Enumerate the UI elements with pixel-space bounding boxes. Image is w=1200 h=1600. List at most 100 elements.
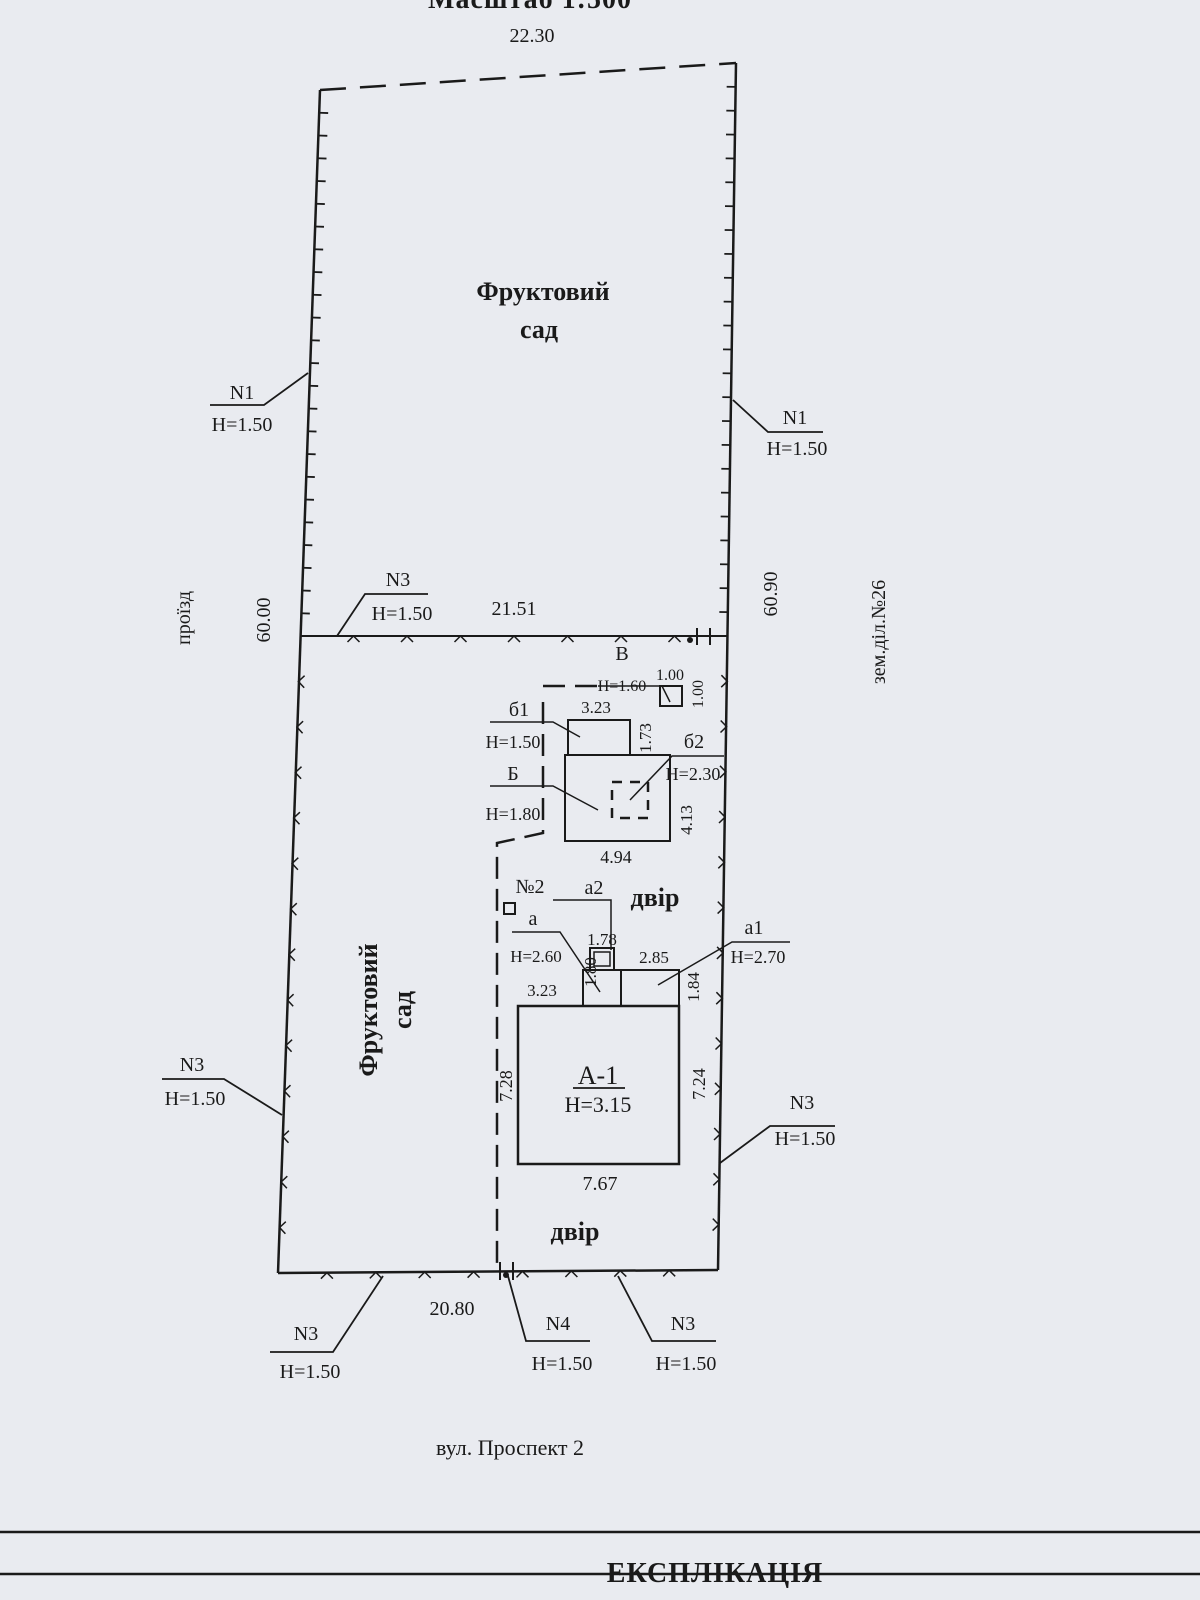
fence-chevron: [507, 634, 521, 643]
upper-garden-label-2: сад: [520, 315, 558, 344]
tag-n1-left-name: N1: [230, 382, 254, 404]
building-v-height: H=1.60: [598, 678, 647, 695]
tag-n3-bottom-right: N3 H=1.50: [617, 1275, 717, 1375]
house-height-left-label: 7.28: [496, 1070, 516, 1102]
fence-chevron: [291, 857, 299, 871]
mid-width-label: 21.51: [492, 598, 537, 620]
lower-garden-label-2: сад: [388, 991, 417, 1029]
fence-chevron: [278, 1221, 287, 1235]
fence-chevron: [613, 1269, 627, 1278]
upper-garden-label-1: Фруктовий: [476, 277, 609, 306]
fence-chevron: [662, 1269, 676, 1277]
fence-chevron: [284, 1039, 293, 1053]
building-v: В H=1.60 1.00 1.00: [598, 643, 707, 708]
building-a: а H=2.60 3.23 1.80: [510, 908, 622, 1007]
building-b2-height: H=2.30: [666, 764, 721, 784]
fence-chevron: [718, 810, 727, 824]
building-a-height: H=2.60: [510, 947, 562, 966]
fence-chevron: [719, 719, 728, 734]
fence-chevron: [295, 720, 304, 734]
tag-n3-bottom-left-height: H=1.50: [280, 1361, 341, 1383]
fence-chevron: [453, 634, 468, 643]
fence-chevron: [280, 1175, 288, 1189]
tag-n3-left: N3 H=1.50: [162, 1054, 283, 1116]
building-b1-name: б1: [509, 699, 529, 721]
bottom-width-label: 20.80: [430, 1298, 475, 1320]
building-a1-name: а1: [745, 917, 764, 939]
fence-chevron: [560, 634, 575, 643]
fence-ticks: [278, 85, 736, 1280]
fence-chevron: [283, 1084, 292, 1098]
fence-chevron: [713, 1127, 722, 1141]
fence-chevron: [286, 993, 295, 1007]
fence-chevron: [287, 948, 296, 962]
fence-chevron: [717, 901, 725, 915]
lower-garden-label-1: Фруктовий: [354, 943, 383, 1076]
shed-v-width: 1.00: [656, 667, 684, 684]
fence-chevron: [667, 634, 682, 643]
tag-n1-left-height: H=1.50: [212, 414, 273, 436]
tag-n3-bottom-right-height: H=1.50: [656, 1353, 717, 1375]
tag-n4-bottom: N4 H=1.50: [507, 1275, 593, 1375]
house-height-right-label: 7.24: [689, 1068, 709, 1100]
tag-n3-left-name: N3: [180, 1054, 204, 1076]
tag-n3-right-name: N3: [790, 1092, 814, 1114]
left-length-label: 60.00: [253, 598, 275, 643]
a2-width-label: 1.78: [587, 930, 617, 949]
tag-n1-right-name: N1: [783, 407, 807, 429]
house-name: А-1: [578, 1061, 618, 1090]
building-a-name: а: [529, 908, 538, 930]
house-width-label: 7.67: [583, 1173, 618, 1195]
right-side-label: зем.діл.№26: [868, 580, 890, 684]
building-b1: б1 H=1.50 3.23 1.73: [486, 698, 655, 756]
tag-n1-right: N1 H=1.50: [732, 399, 827, 460]
fence-chevron: [717, 855, 726, 869]
building-b1-height: H=1.50: [486, 732, 541, 752]
fence-chevron: [369, 1271, 383, 1279]
building-b-name: Б: [507, 763, 518, 785]
fence-chevron: [400, 634, 414, 643]
fence-chevron: [281, 1130, 290, 1144]
fence-chevron: [292, 811, 301, 825]
lower-garden-label: Фруктовий сад: [354, 943, 417, 1076]
a-width-label: 3.23: [527, 981, 557, 1000]
tag-n3-bottom-right-name: N3: [671, 1313, 695, 1335]
house-height: H=3.15: [565, 1092, 632, 1117]
scale-title: Масштаб 1:500: [428, 0, 632, 15]
fence-chevron: [294, 766, 303, 780]
fence-chevron: [719, 765, 727, 779]
tag-n4-bottom-name: N4: [546, 1313, 570, 1335]
top-width-label: 22.30: [510, 25, 555, 47]
street-label: вул. Проспект 2: [436, 1435, 584, 1460]
building-b-height: H=1.80: [486, 804, 541, 824]
building-a2: а2 1.78: [553, 877, 617, 971]
fence-chevron: [297, 675, 306, 689]
building-a1: а1 H=2.70 2.85 1.84: [620, 917, 790, 1007]
tag-n3-mid: N3 H=1.50: [336, 569, 432, 637]
building-a2-name: а2: [585, 877, 604, 899]
fence-chevron: [515, 1270, 530, 1278]
tag-n3-left-height: H=1.50: [165, 1088, 226, 1110]
footer-title: ЕКСПЛІКАЦІЯ: [607, 1558, 823, 1589]
fence-chevron: [715, 991, 724, 1005]
fence-chevron: [289, 902, 298, 916]
left-side-label: проїзд: [173, 591, 195, 645]
fence-chevron: [346, 634, 361, 643]
well-2-label: №2: [515, 876, 544, 898]
fence-chevron: [714, 1082, 722, 1096]
fence-chevron: [467, 1270, 481, 1279]
a1-height-label: 1.84: [684, 972, 703, 1002]
well-2: №2: [503, 876, 545, 915]
b-width-label: 4.94: [600, 847, 632, 867]
building-b2-name: б2: [684, 731, 704, 753]
tag-n3-bottom-left: N3 H=1.50: [270, 1275, 384, 1383]
b-height-label: 4.13: [677, 805, 696, 835]
a1-width-label: 2.85: [639, 948, 669, 967]
right-boundary: [716, 62, 738, 1271]
tag-n4-bottom-height: H=1.50: [532, 1353, 593, 1375]
building-house: А-1 H=3.15 7.67 7.28 7.24: [496, 1004, 709, 1195]
building-b: Б H=1.80 4.94 4.13: [486, 754, 696, 867]
fence-chevron: [720, 674, 729, 688]
fence-chevron: [418, 1270, 432, 1279]
